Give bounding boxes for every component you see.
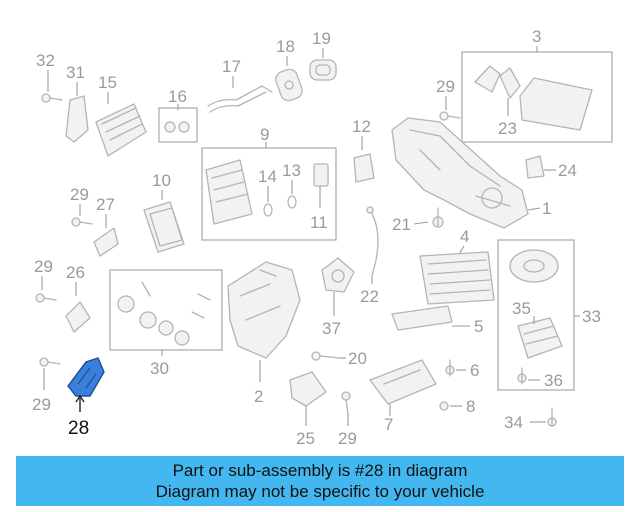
- callout-2: 2: [254, 387, 263, 406]
- part-17-pipe: [207, 76, 273, 113]
- part-10-filter: [143, 190, 185, 253]
- part-29-bolt: [71, 204, 93, 227]
- part-19-gasket: [309, 48, 337, 81]
- callout-29: 29: [32, 395, 51, 414]
- callout-29: 29: [436, 77, 455, 96]
- part-28-highlighted: [67, 357, 105, 412]
- part-26-bracket: [65, 282, 91, 333]
- callout-15: 15: [98, 73, 117, 92]
- callout-1: 1: [542, 199, 551, 218]
- group-box-9: [201, 147, 337, 241]
- callout-36: 36: [544, 371, 563, 390]
- callout-9: 9: [260, 125, 269, 144]
- callout-31: 31: [66, 63, 85, 82]
- callout-34: 34: [504, 413, 523, 432]
- part-29-bolt: [35, 276, 57, 303]
- group-box-30: [109, 269, 223, 351]
- callout-33: 33: [582, 307, 601, 326]
- part-29-bolt: [341, 391, 351, 426]
- info-banner: Part or sub-assembly is #28 in diagram D…: [16, 456, 624, 506]
- callout-37: 37: [322, 319, 341, 338]
- banner-line-2: Diagram may not be specific to your vehi…: [155, 482, 485, 501]
- callout-30: 30: [150, 359, 169, 378]
- callout-35: 35: [512, 299, 531, 318]
- part-4-filter: [419, 245, 495, 305]
- callout-27: 27: [96, 195, 115, 214]
- part-24-bracket: [525, 155, 556, 179]
- callout-24: 24: [558, 161, 577, 180]
- callout-12: 12: [352, 117, 371, 136]
- part-25-module: [289, 371, 327, 426]
- part-22-cable: [366, 206, 379, 284]
- part-34-bolt: [530, 407, 557, 427]
- part-31-bracket: [65, 82, 89, 143]
- callout-26: 26: [66, 263, 85, 282]
- part-15-evaporator: [95, 92, 147, 157]
- parts-diagram: 32 31 15 16 17 18 19 3 29 23 9 12 14 13 …: [32, 27, 613, 448]
- callout-29: 29: [34, 257, 53, 276]
- part-16-clips: [164, 104, 190, 133]
- part-3-assembly: [474, 46, 593, 131]
- group-box-33: [497, 239, 575, 391]
- callout-7: 7: [384, 415, 393, 434]
- part-9-heater-core: [205, 142, 329, 225]
- part-33-blower: [509, 249, 580, 385]
- callout-29: 29: [70, 185, 89, 204]
- part-1-housing: [391, 117, 541, 229]
- callout-18: 18: [276, 37, 295, 56]
- callout-5: 5: [474, 317, 483, 336]
- callout-32: 32: [36, 51, 55, 70]
- callout-23: 23: [498, 119, 517, 138]
- callout-22: 22: [360, 287, 379, 306]
- callout-25: 25: [296, 429, 315, 448]
- callout-6: 6: [470, 361, 479, 380]
- part-18-gasket: [275, 56, 303, 102]
- callout-17: 17: [222, 57, 241, 76]
- part-7-bracket: [369, 359, 437, 416]
- part-20-sensor: [311, 351, 346, 361]
- callout-21: 21: [392, 215, 411, 234]
- callout-19: 19: [312, 29, 331, 48]
- banner-line-1: Part or sub-assembly is #28 in diagram: [172, 461, 468, 480]
- part-29-bolt: [39, 357, 61, 390]
- callout-29: 29: [338, 429, 357, 448]
- callout-28-highlighted: 28: [68, 418, 89, 439]
- part-6-bolt: [445, 359, 466, 377]
- part-21-bolt: [413, 207, 444, 228]
- callout-8: 8: [466, 397, 475, 416]
- part-37-actuator: [321, 257, 355, 316]
- part-8-bolt: [439, 401, 462, 411]
- callout-11: 11: [310, 213, 328, 232]
- group-box-16: [158, 107, 198, 143]
- callout-3: 3: [532, 27, 541, 46]
- part-29-bolt: [439, 96, 461, 121]
- callout-10: 10: [152, 171, 171, 190]
- part-5-seal: [391, 305, 470, 331]
- callout-4: 4: [460, 227, 469, 246]
- callout-13: 13: [282, 161, 301, 180]
- part-30-linkage: [117, 281, 211, 356]
- part-32-bolt: [41, 70, 63, 103]
- part-12-actuator: [353, 136, 375, 183]
- callout-20: 20: [348, 349, 367, 368]
- part-27-bracket: [93, 214, 119, 257]
- part-2-housing: [227, 261, 301, 382]
- callout-14: 14: [258, 167, 277, 186]
- callout-16: 16: [168, 87, 187, 106]
